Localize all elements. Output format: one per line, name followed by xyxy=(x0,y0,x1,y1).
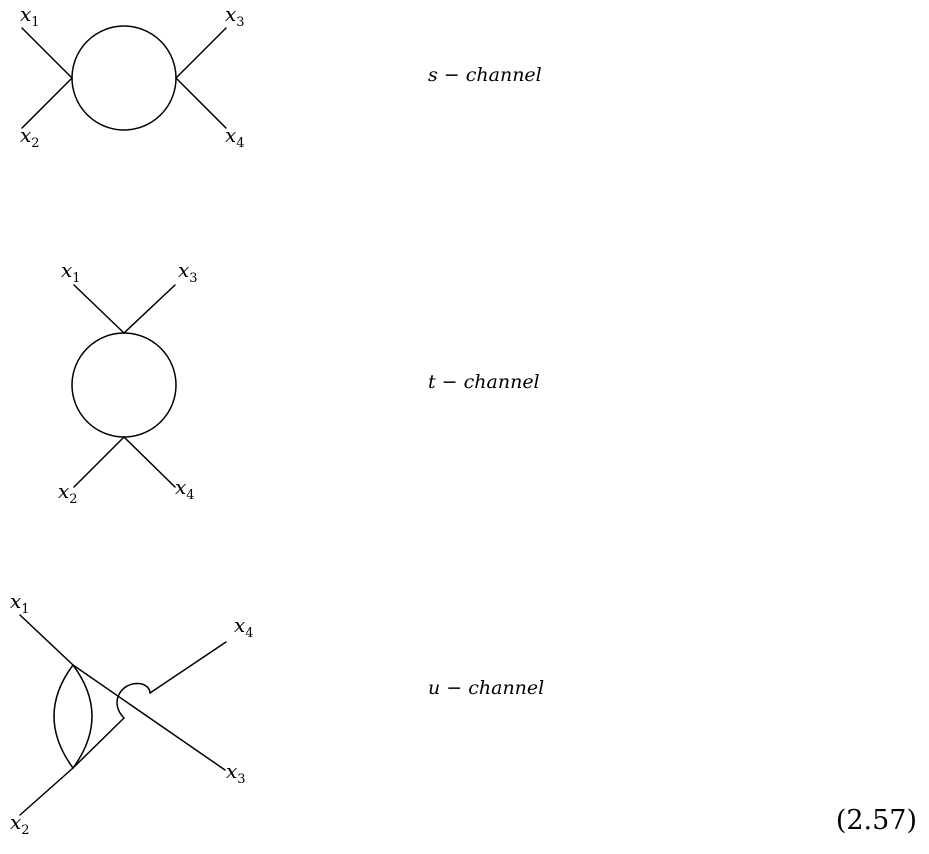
u-crossing-hop xyxy=(116,682,151,719)
t-channel-diagram: x1 x3 x2 x4 t − channel xyxy=(58,258,540,507)
u-internal-lower xyxy=(72,717,125,769)
t-leg-x4 xyxy=(123,436,176,488)
u-channel-diagram: x1 x4 x3 x2 u − channel xyxy=(10,589,544,838)
s-leg-x3 xyxy=(175,27,227,79)
u-leg-x3 xyxy=(72,664,226,771)
u-loop-left-arc xyxy=(53,664,74,769)
s-leg-x2 xyxy=(21,77,73,129)
s-label-x4: x4 xyxy=(225,123,245,151)
t-label-x1: x1 xyxy=(61,258,81,286)
s-loop xyxy=(71,25,177,131)
t-leg-x2 xyxy=(73,436,125,488)
equation-number: (2.57) xyxy=(836,805,917,836)
s-label-x1: x1 xyxy=(20,2,40,30)
t-label-x2: x2 xyxy=(58,479,78,507)
t-label-x4: x4 xyxy=(175,475,195,503)
t-loop xyxy=(71,332,177,438)
u-label-x3: x3 xyxy=(226,759,246,787)
u-leg-x4 xyxy=(149,641,227,694)
u-loop-right-arc xyxy=(72,664,93,769)
u-leg-x2 xyxy=(19,767,74,816)
u-label-x4: x4 xyxy=(234,613,254,641)
t-label-x3: x3 xyxy=(178,258,198,286)
t-leg-x1 xyxy=(73,284,125,334)
s-leg-x1 xyxy=(21,27,73,79)
t-leg-x3 xyxy=(123,284,176,334)
s-channel-caption: s − channel xyxy=(428,64,542,86)
u-channel-caption: u − channel xyxy=(428,677,544,699)
u-leg-x1 xyxy=(19,614,74,666)
u-label-x1: x1 xyxy=(10,589,30,617)
t-channel-caption: t − channel xyxy=(428,371,540,393)
s-leg-x4 xyxy=(175,77,227,129)
u-label-x2: x2 xyxy=(10,810,30,838)
s-channel-diagram: x1 x2 x3 x4 s − channel xyxy=(20,2,542,151)
s-label-x3: x3 xyxy=(225,2,245,30)
s-label-x2: x2 xyxy=(20,123,40,151)
